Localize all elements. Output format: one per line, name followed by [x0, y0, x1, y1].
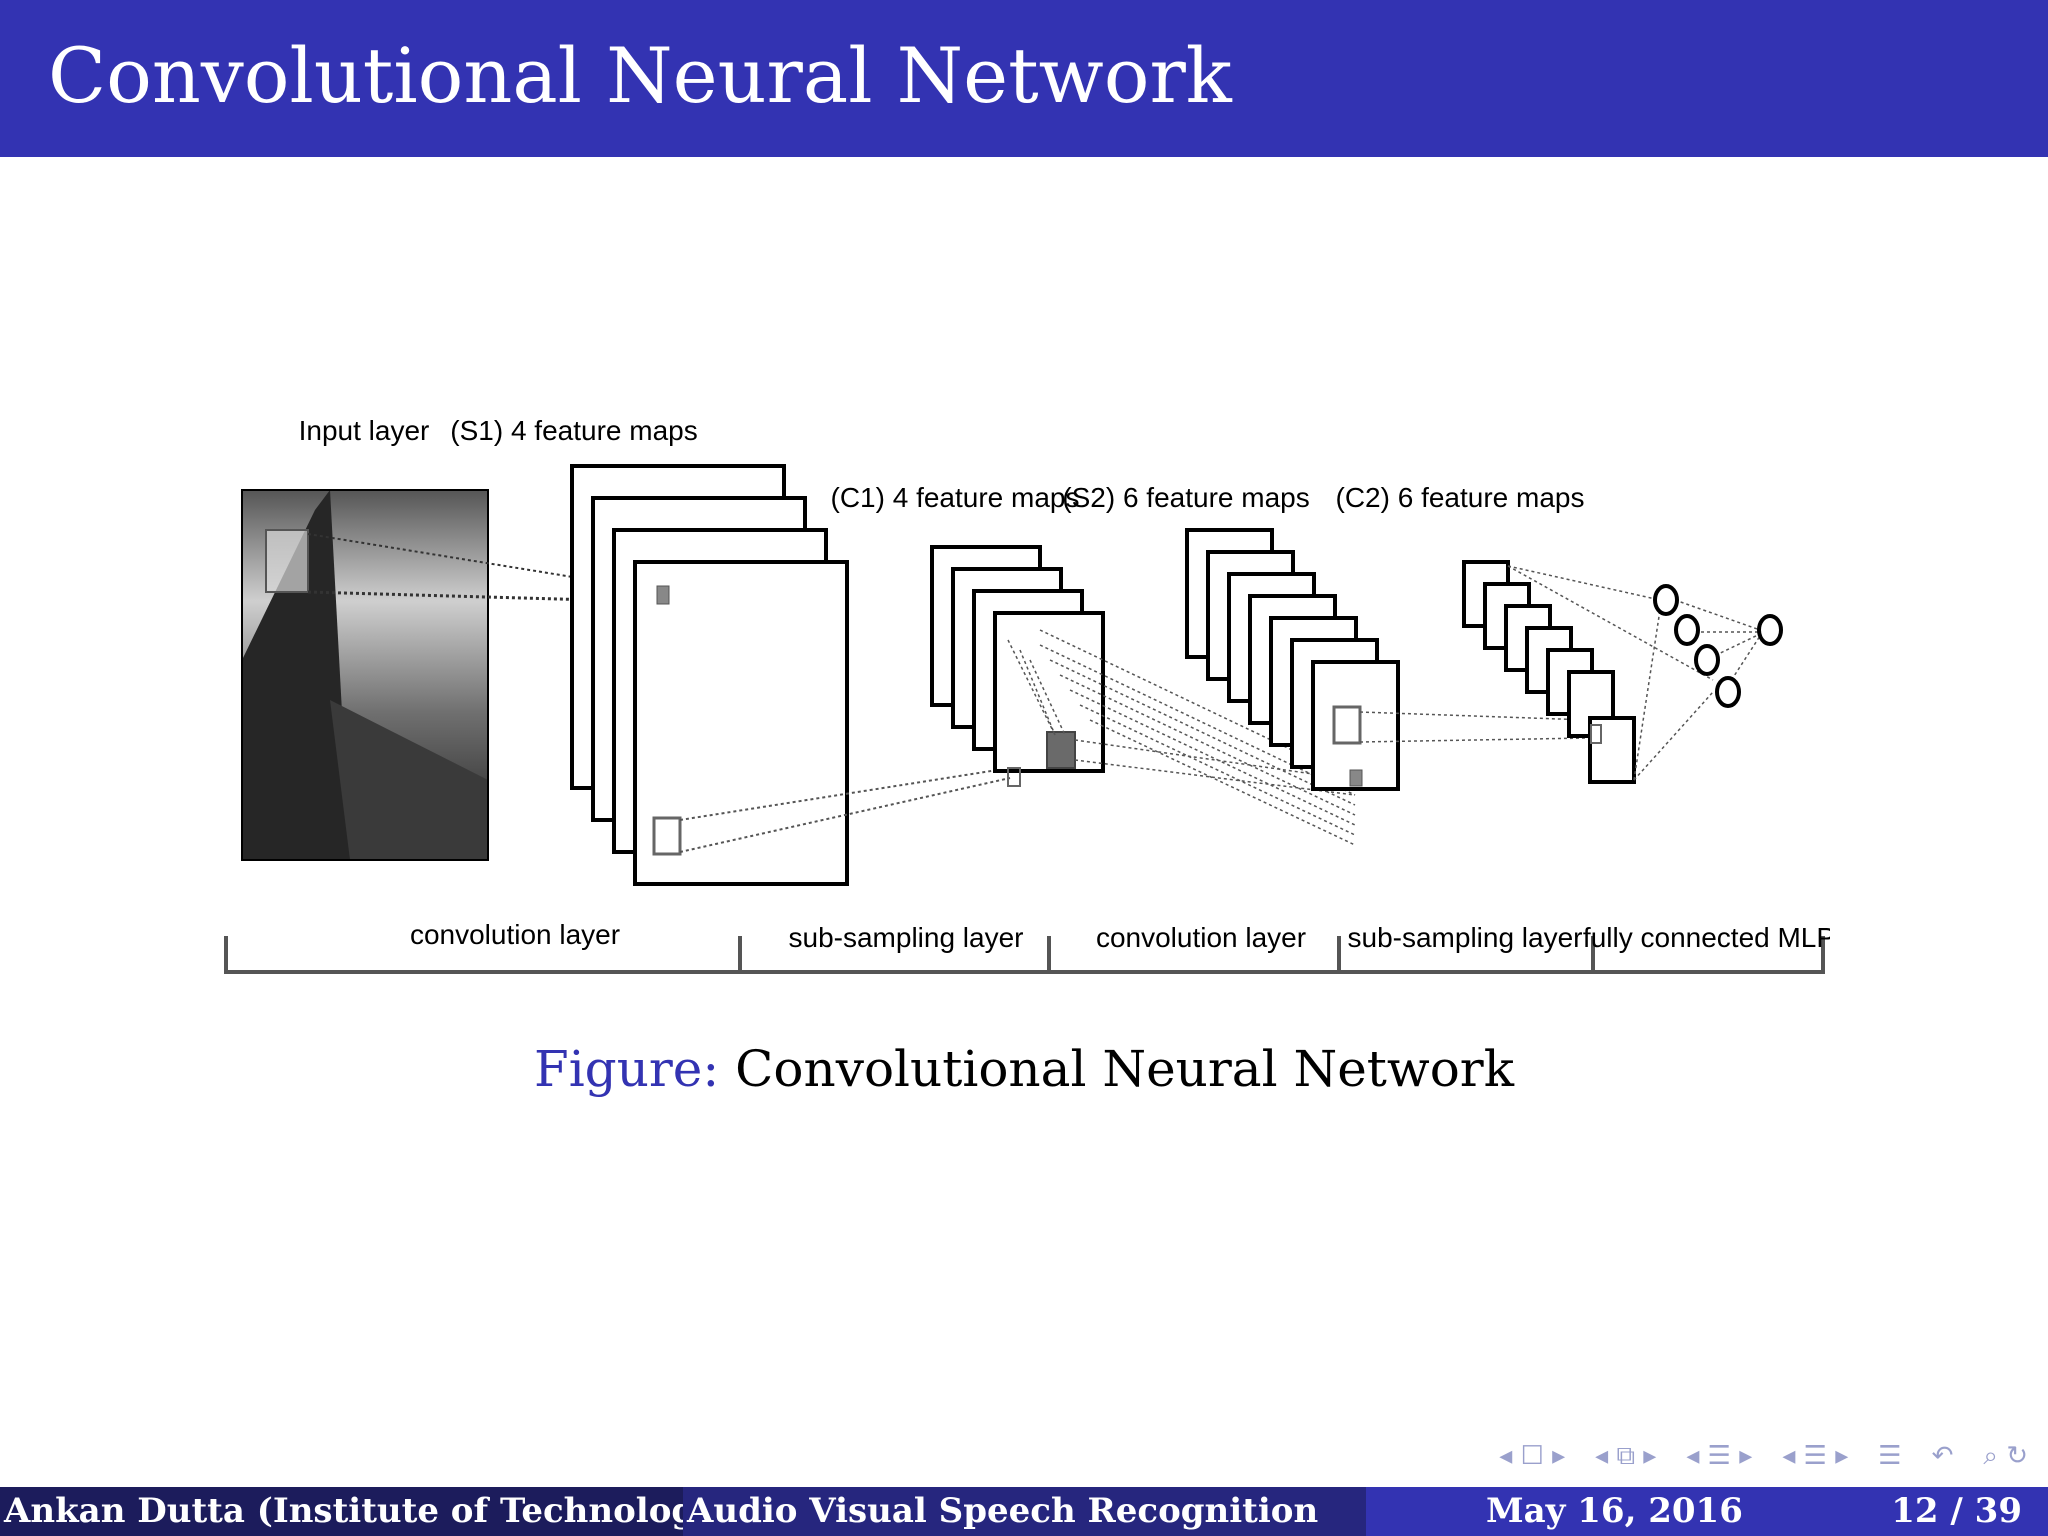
c2-mlp-connections	[1507, 565, 1761, 781]
nav-document-icon[interactable]: ◂ ☰ ▸	[1782, 1441, 1849, 1471]
footer-author: Ankan Dutta (Institute of Technology)	[0, 1487, 683, 1536]
mlp-nodes	[1653, 584, 1783, 708]
c1-s2-connections	[1007, 629, 1356, 846]
layer-brace	[224, 936, 1825, 974]
beamer-nav: ◂ ☐ ▸ ◂ ⧉ ▸ ◂ ☰ ▸ ◂ ☰ ▸ ☰ ↶ ⌕ ↻	[1499, 1434, 2028, 1478]
footer-page: 12 / 39	[1891, 1491, 2022, 1531]
caption-label: Figure:	[534, 1040, 720, 1098]
cnn-diagram: Input layer (S1) 4 feature maps (C1) 4 f…	[224, 415, 1830, 974]
c2-label: (C2) 6 feature maps	[1336, 482, 1585, 513]
nav-align-icon[interactable]: ☰	[1878, 1441, 1902, 1471]
bottom-label-sub1: sub-sampling layer	[789, 922, 1024, 953]
caption-text: Convolutional Neural Network	[735, 1040, 1514, 1098]
c2-feature-maps	[1462, 560, 1636, 784]
input-layer-label: Input layer	[299, 415, 430, 446]
input-image	[241, 489, 489, 861]
footer-title: Audio Visual Speech Recognition	[683, 1487, 1366, 1536]
s1-label: (S1) 4 feature maps	[450, 415, 697, 446]
bottom-label-conv1: convolution layer	[410, 919, 620, 950]
nav-frame-icon[interactable]: ◂ ☐ ▸	[1499, 1441, 1566, 1471]
nav-subsection-icon[interactable]: ◂ ⧉ ▸	[1595, 1440, 1657, 1471]
nav-search-icon[interactable]: ⌕ ↻	[1983, 1440, 2028, 1471]
nav-undo-icon[interactable]: ↶	[1931, 1441, 1954, 1471]
s2-feature-maps	[1185, 528, 1400, 791]
bottom-label-mlp: fully connected MLP	[1583, 922, 1830, 953]
figure-caption: Figure: Convolutional Neural Network	[0, 1040, 2048, 1098]
c1-label: (C1) 4 feature maps	[831, 482, 1080, 513]
slide-title: Convolutional Neural Network	[48, 31, 1232, 120]
bottom-label-conv2: convolution layer	[1096, 922, 1306, 953]
footer-date: May 16, 2016	[1486, 1491, 1743, 1531]
c1-feature-maps	[930, 545, 1105, 773]
header-bar: Convolutional Neural Network	[0, 0, 2048, 157]
s2-c2-connections	[1359, 711, 1589, 743]
footer-right: May 16, 2016 12 / 39	[1366, 1487, 2048, 1536]
cnn-figure: Input layer (S1) 4 feature maps (C1) 4 f…	[220, 400, 1830, 1000]
s2-label: (S2) 6 feature maps	[1062, 482, 1309, 513]
nav-section-icon[interactable]: ◂ ☰ ▸	[1686, 1441, 1753, 1471]
footer-bar: Ankan Dutta (Institute of Technology) Au…	[0, 1487, 2048, 1536]
s1-feature-maps	[570, 464, 849, 886]
bottom-label-sub2: sub-sampling layer	[1348, 922, 1583, 953]
